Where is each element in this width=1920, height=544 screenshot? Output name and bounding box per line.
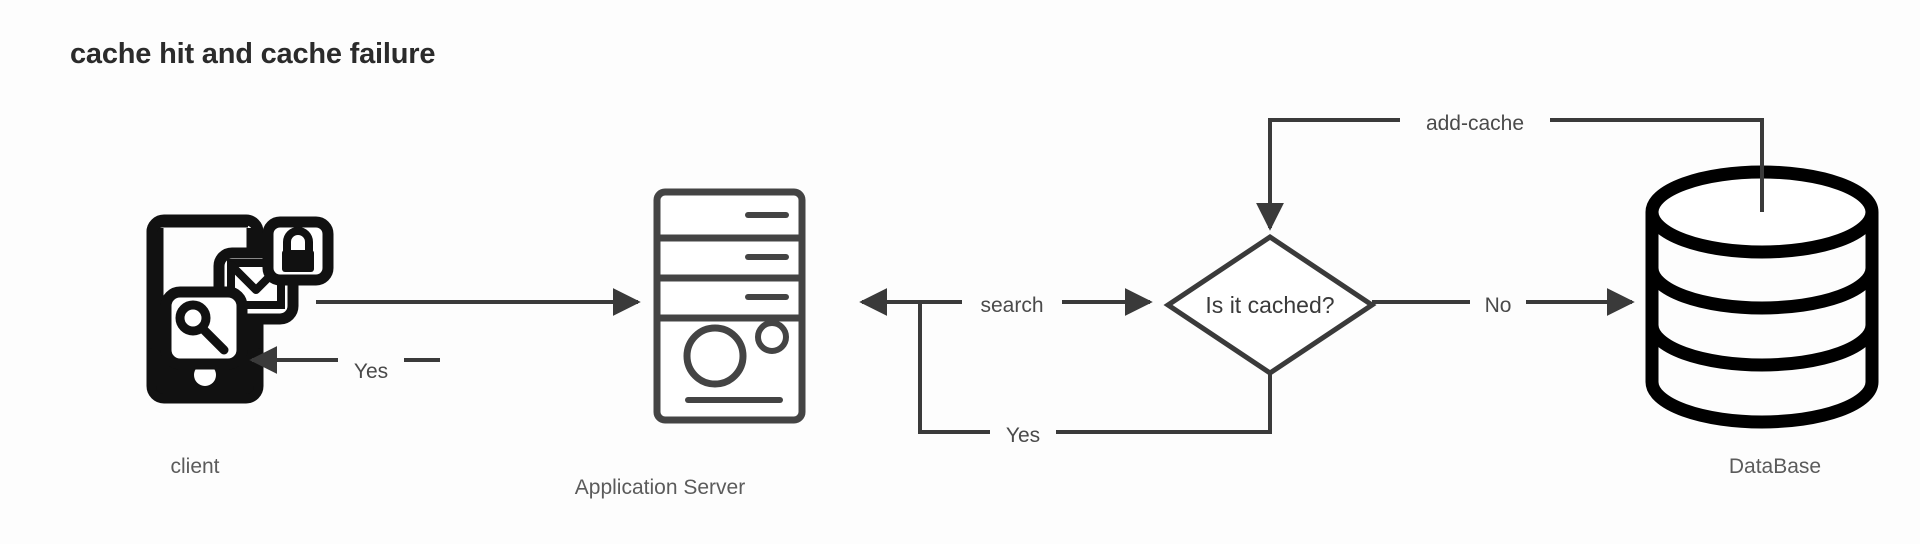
client-icon — [146, 214, 334, 404]
lock-icon — [262, 216, 334, 286]
database-label: DataBase — [1728, 455, 1822, 478]
edge-decision-to-server: Yes — [918, 302, 1272, 448]
edge-server-to-client: Yes — [249, 344, 440, 383]
search-icon — [160, 286, 248, 370]
client-label: client — [170, 455, 220, 478]
page-title: cache hit and cache failure — [70, 38, 436, 70]
decision-diamond: Is it cached? — [1163, 233, 1377, 377]
edge-label-server-to-client: Yes — [354, 360, 388, 383]
decision-label: Is it cached? — [1205, 292, 1334, 318]
edge-server-to-decision: search — [940, 286, 1153, 318]
edge-decision-to-database: No — [1372, 286, 1635, 318]
edge-label-no: No — [1485, 294, 1512, 317]
edge-label-add-cache: add-cache — [1426, 112, 1524, 135]
edge-label-search: search — [980, 294, 1043, 317]
server-label: Application Server — [574, 476, 746, 499]
edge-database-to-decision: add-cache — [1256, 104, 1764, 231]
edge-label-yes-cache-hit: Yes — [1006, 424, 1040, 447]
server-icon — [653, 188, 806, 424]
